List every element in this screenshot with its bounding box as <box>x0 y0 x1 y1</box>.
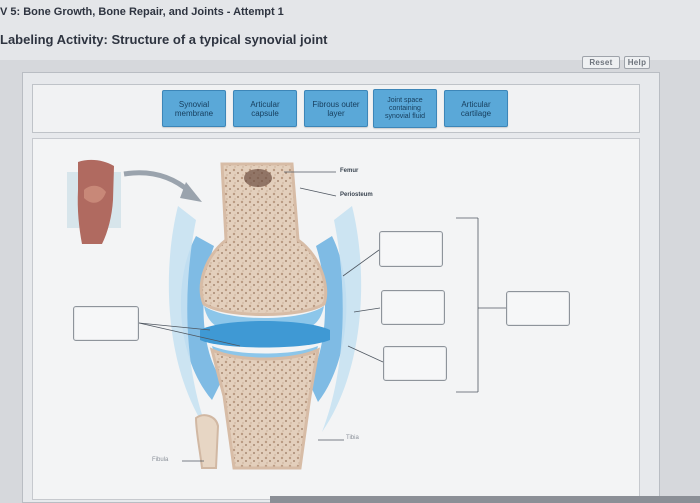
drop-target-2[interactable] <box>381 290 445 325</box>
femur-label: Femur <box>340 168 359 174</box>
draggable-label-joint-space[interactable]: Joint space containing synovial fluid <box>373 89 437 128</box>
tibia-label: Tibia <box>346 435 359 441</box>
drop-target-1[interactable] <box>379 231 443 267</box>
curved-arrow-icon <box>123 170 202 202</box>
femur-bone <box>199 162 328 316</box>
periosteum-label: Periosteum <box>340 192 373 198</box>
drop-target-left[interactable] <box>73 306 139 341</box>
fibula-bone <box>194 414 220 469</box>
page-title: Labeling Activity: Structure of a typica… <box>0 32 328 47</box>
horizontal-scrollbar[interactable] <box>270 496 700 503</box>
draggable-label-fibrous-outer-layer[interactable]: Fibrous outer layer <box>304 90 368 127</box>
draggable-label-articular-cartilage[interactable]: Articular cartilage <box>444 90 508 127</box>
drop-target-right[interactable] <box>506 291 570 326</box>
help-button[interactable]: Help <box>624 56 650 69</box>
drop-target-3[interactable] <box>383 346 447 381</box>
reset-button[interactable]: Reset <box>582 56 620 69</box>
fibula-label: Fibula <box>152 457 169 463</box>
tibia-bone <box>209 347 320 470</box>
leader-lines <box>138 171 506 462</box>
draggable-label-articular-capsule[interactable]: Articular capsule <box>233 90 297 127</box>
draggable-label-synovial-membrane[interactable]: Synovial membrane <box>162 90 226 127</box>
knee-thumbnail <box>67 159 121 244</box>
top-bar <box>0 0 700 60</box>
breadcrumb: V 5: Bone Growth, Bone Repair, and Joint… <box>0 6 284 18</box>
